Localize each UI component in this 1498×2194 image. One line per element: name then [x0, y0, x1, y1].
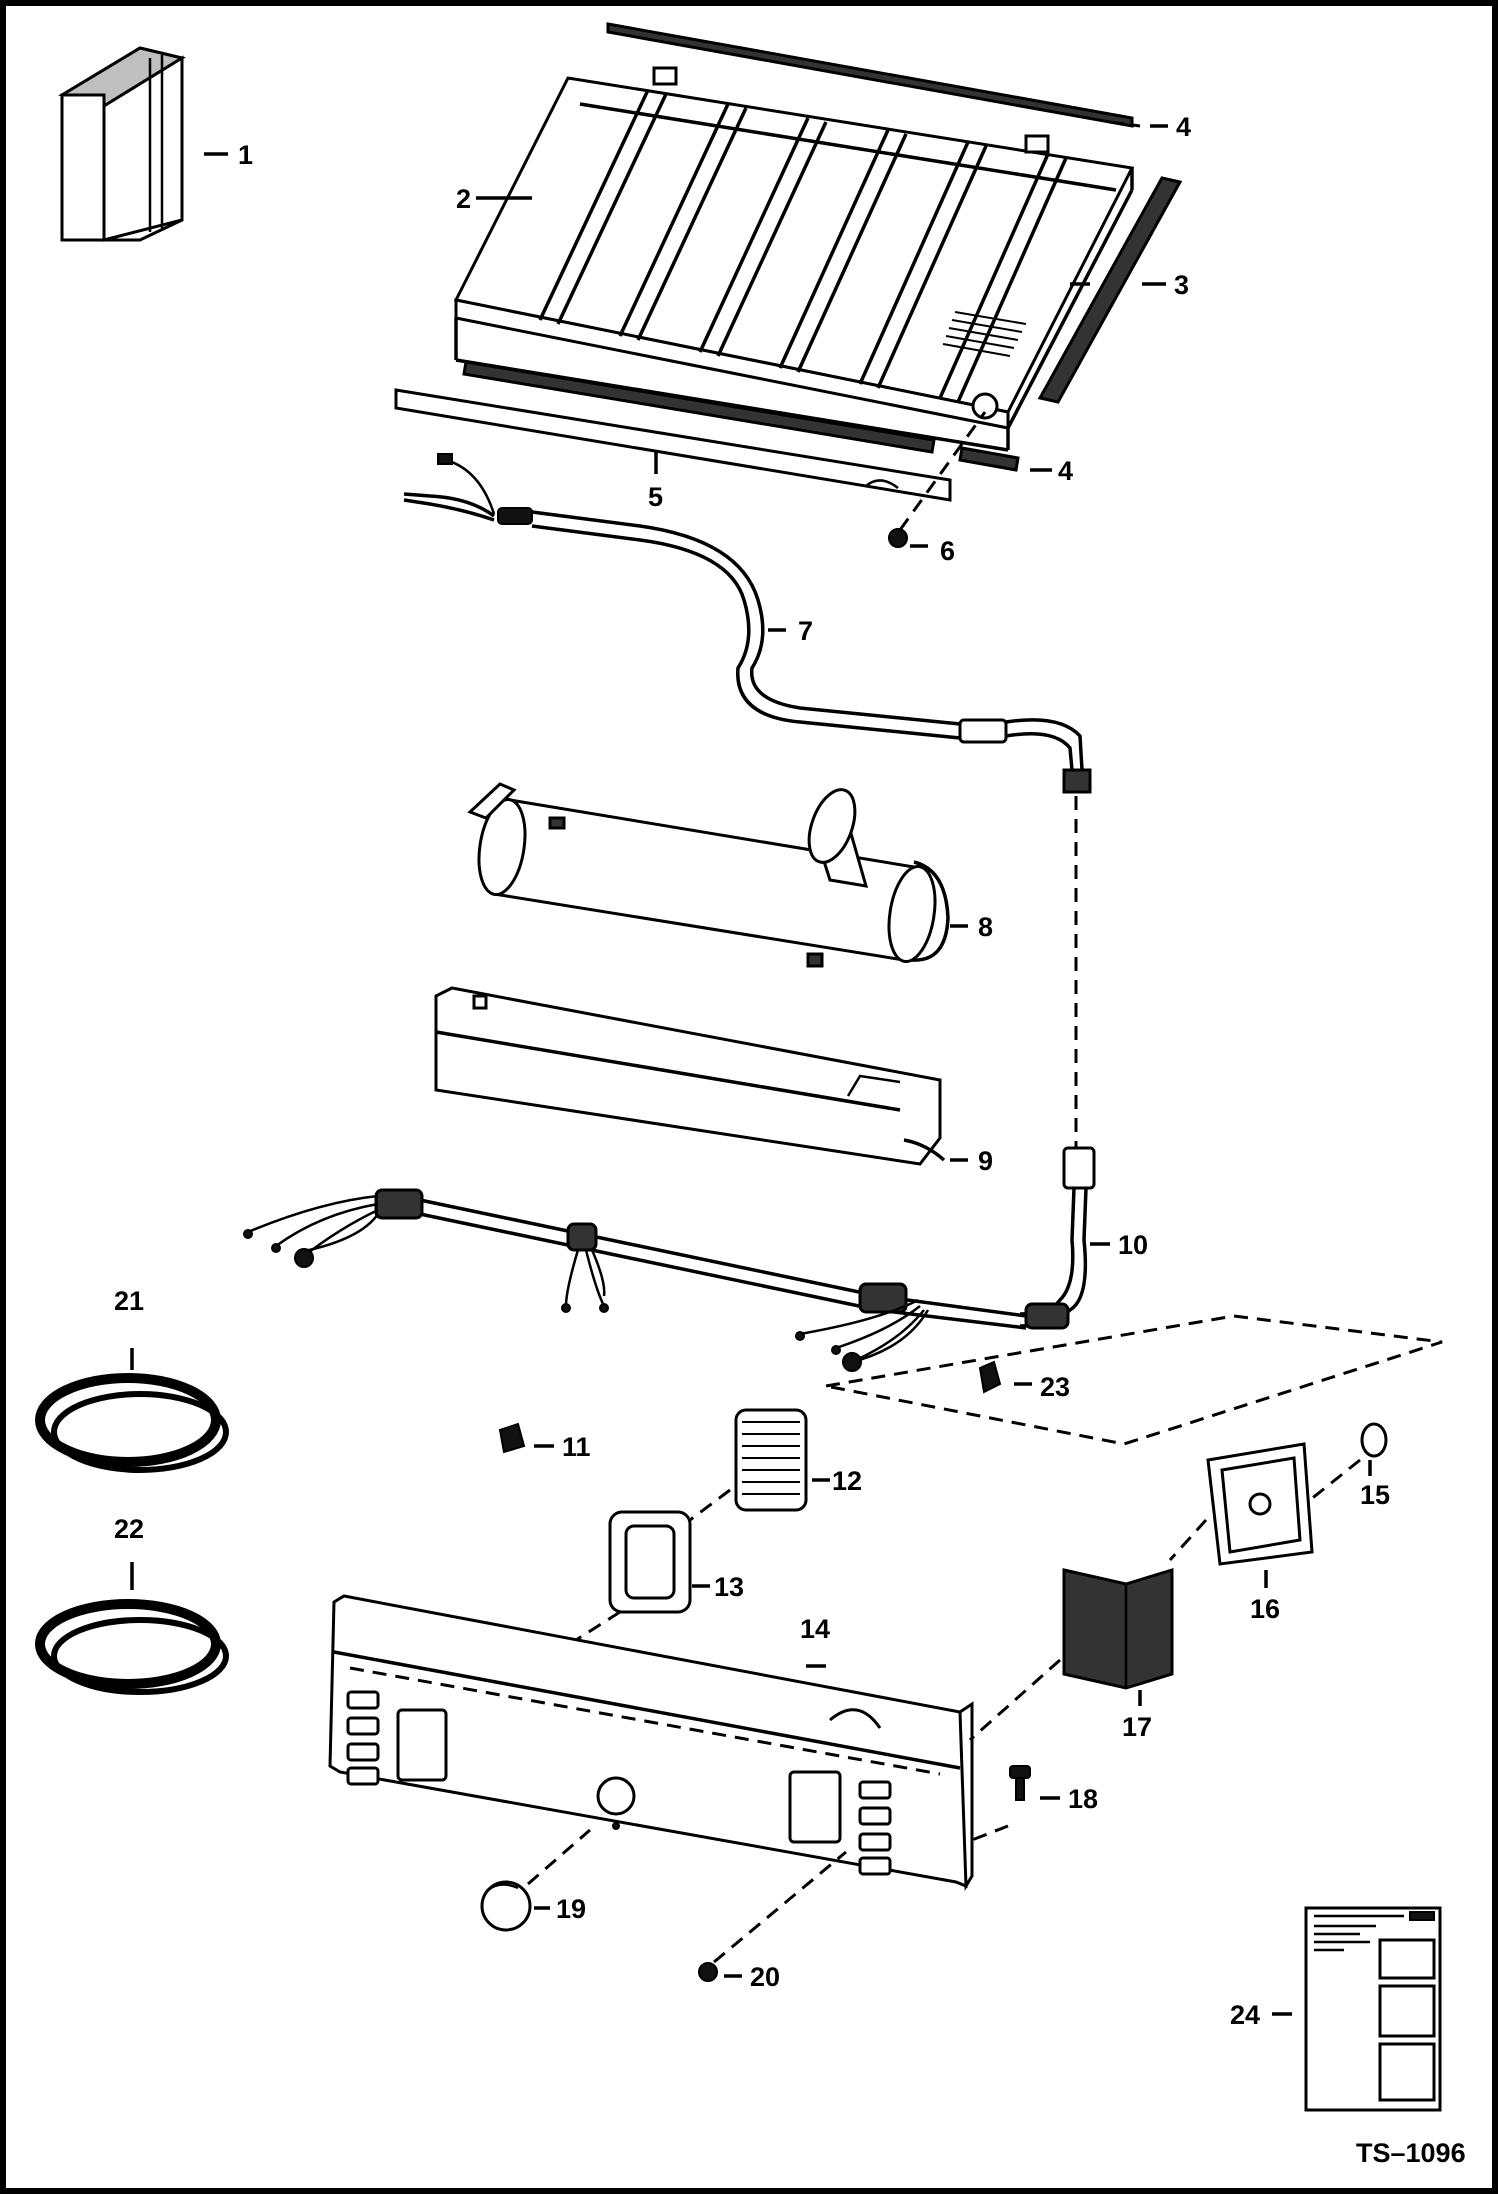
part-1-filter-box	[58, 46, 228, 242]
callout-16: 16	[1250, 1594, 1280, 1624]
callout-22: 22	[114, 1514, 144, 1544]
mesh-hatch	[942, 311, 1027, 357]
callout-12: 12	[832, 1466, 862, 1496]
part-4-seal-strip-lower	[462, 360, 1052, 472]
part-7-wire-harness	[403, 453, 1092, 1148]
figure-code: TS–1096	[1356, 2138, 1466, 2168]
part-14-rear-panel	[328, 1594, 974, 1892]
part-23-clip	[825, 1314, 1443, 1446]
part-3-seal-strip-side	[1037, 176, 1183, 404]
part-19-cap	[480, 1828, 591, 1932]
callout-9: 9	[978, 1146, 993, 1176]
callout-6: 6	[940, 536, 955, 566]
part-8-muffler	[467, 782, 968, 968]
part-9-shield	[434, 986, 968, 1166]
callout-17: 17	[1122, 1712, 1152, 1742]
callout-1: 1	[238, 140, 253, 170]
part-24-decal	[1272, 1906, 1442, 2112]
part-6-screw	[888, 411, 987, 548]
callout-8: 8	[978, 912, 993, 942]
part-13-gasket	[575, 1510, 710, 1642]
part-11-clip	[498, 1422, 554, 1454]
part-22-hose-coil	[35, 1562, 229, 1695]
part-5-retainer-bar	[394, 388, 952, 502]
callout-24: 24	[1230, 2000, 1260, 2030]
part-18-bolt	[971, 1765, 1060, 1842]
callout-20: 20	[750, 1962, 780, 1992]
part-17-screen	[969, 1567, 1174, 1742]
part-2-tray-frame	[453, 66, 1135, 452]
callout-15: 15	[1360, 1480, 1390, 1510]
part-15-plug	[1309, 1422, 1388, 1502]
part-21-hose-coil	[35, 1348, 229, 1473]
callout-3: 3	[1174, 270, 1189, 300]
callout-14: 14	[800, 1614, 830, 1644]
callout-4-top: 4	[1176, 112, 1191, 142]
part-20-screw	[698, 1850, 847, 1982]
callout-2: 2	[456, 184, 471, 214]
callout-5: 5	[648, 482, 663, 512]
part-4-seal-strip-top	[606, 22, 1168, 128]
callout-23: 23	[1040, 1372, 1070, 1402]
callout-13: 13	[714, 1572, 744, 1602]
callout-11: 11	[562, 1432, 591, 1462]
part-12-grille	[689, 1408, 830, 1522]
callout-21: 21	[114, 1286, 144, 1316]
part-16-bracket	[1168, 1442, 1314, 1588]
callout-19: 19	[556, 1894, 586, 1924]
callout-18: 18	[1068, 1784, 1098, 1814]
callout-7: 7	[798, 616, 813, 646]
callout-10: 10	[1118, 1230, 1148, 1260]
part-10-wire-harness	[243, 1146, 1110, 1372]
callout-4-lower: 4	[1058, 456, 1073, 486]
